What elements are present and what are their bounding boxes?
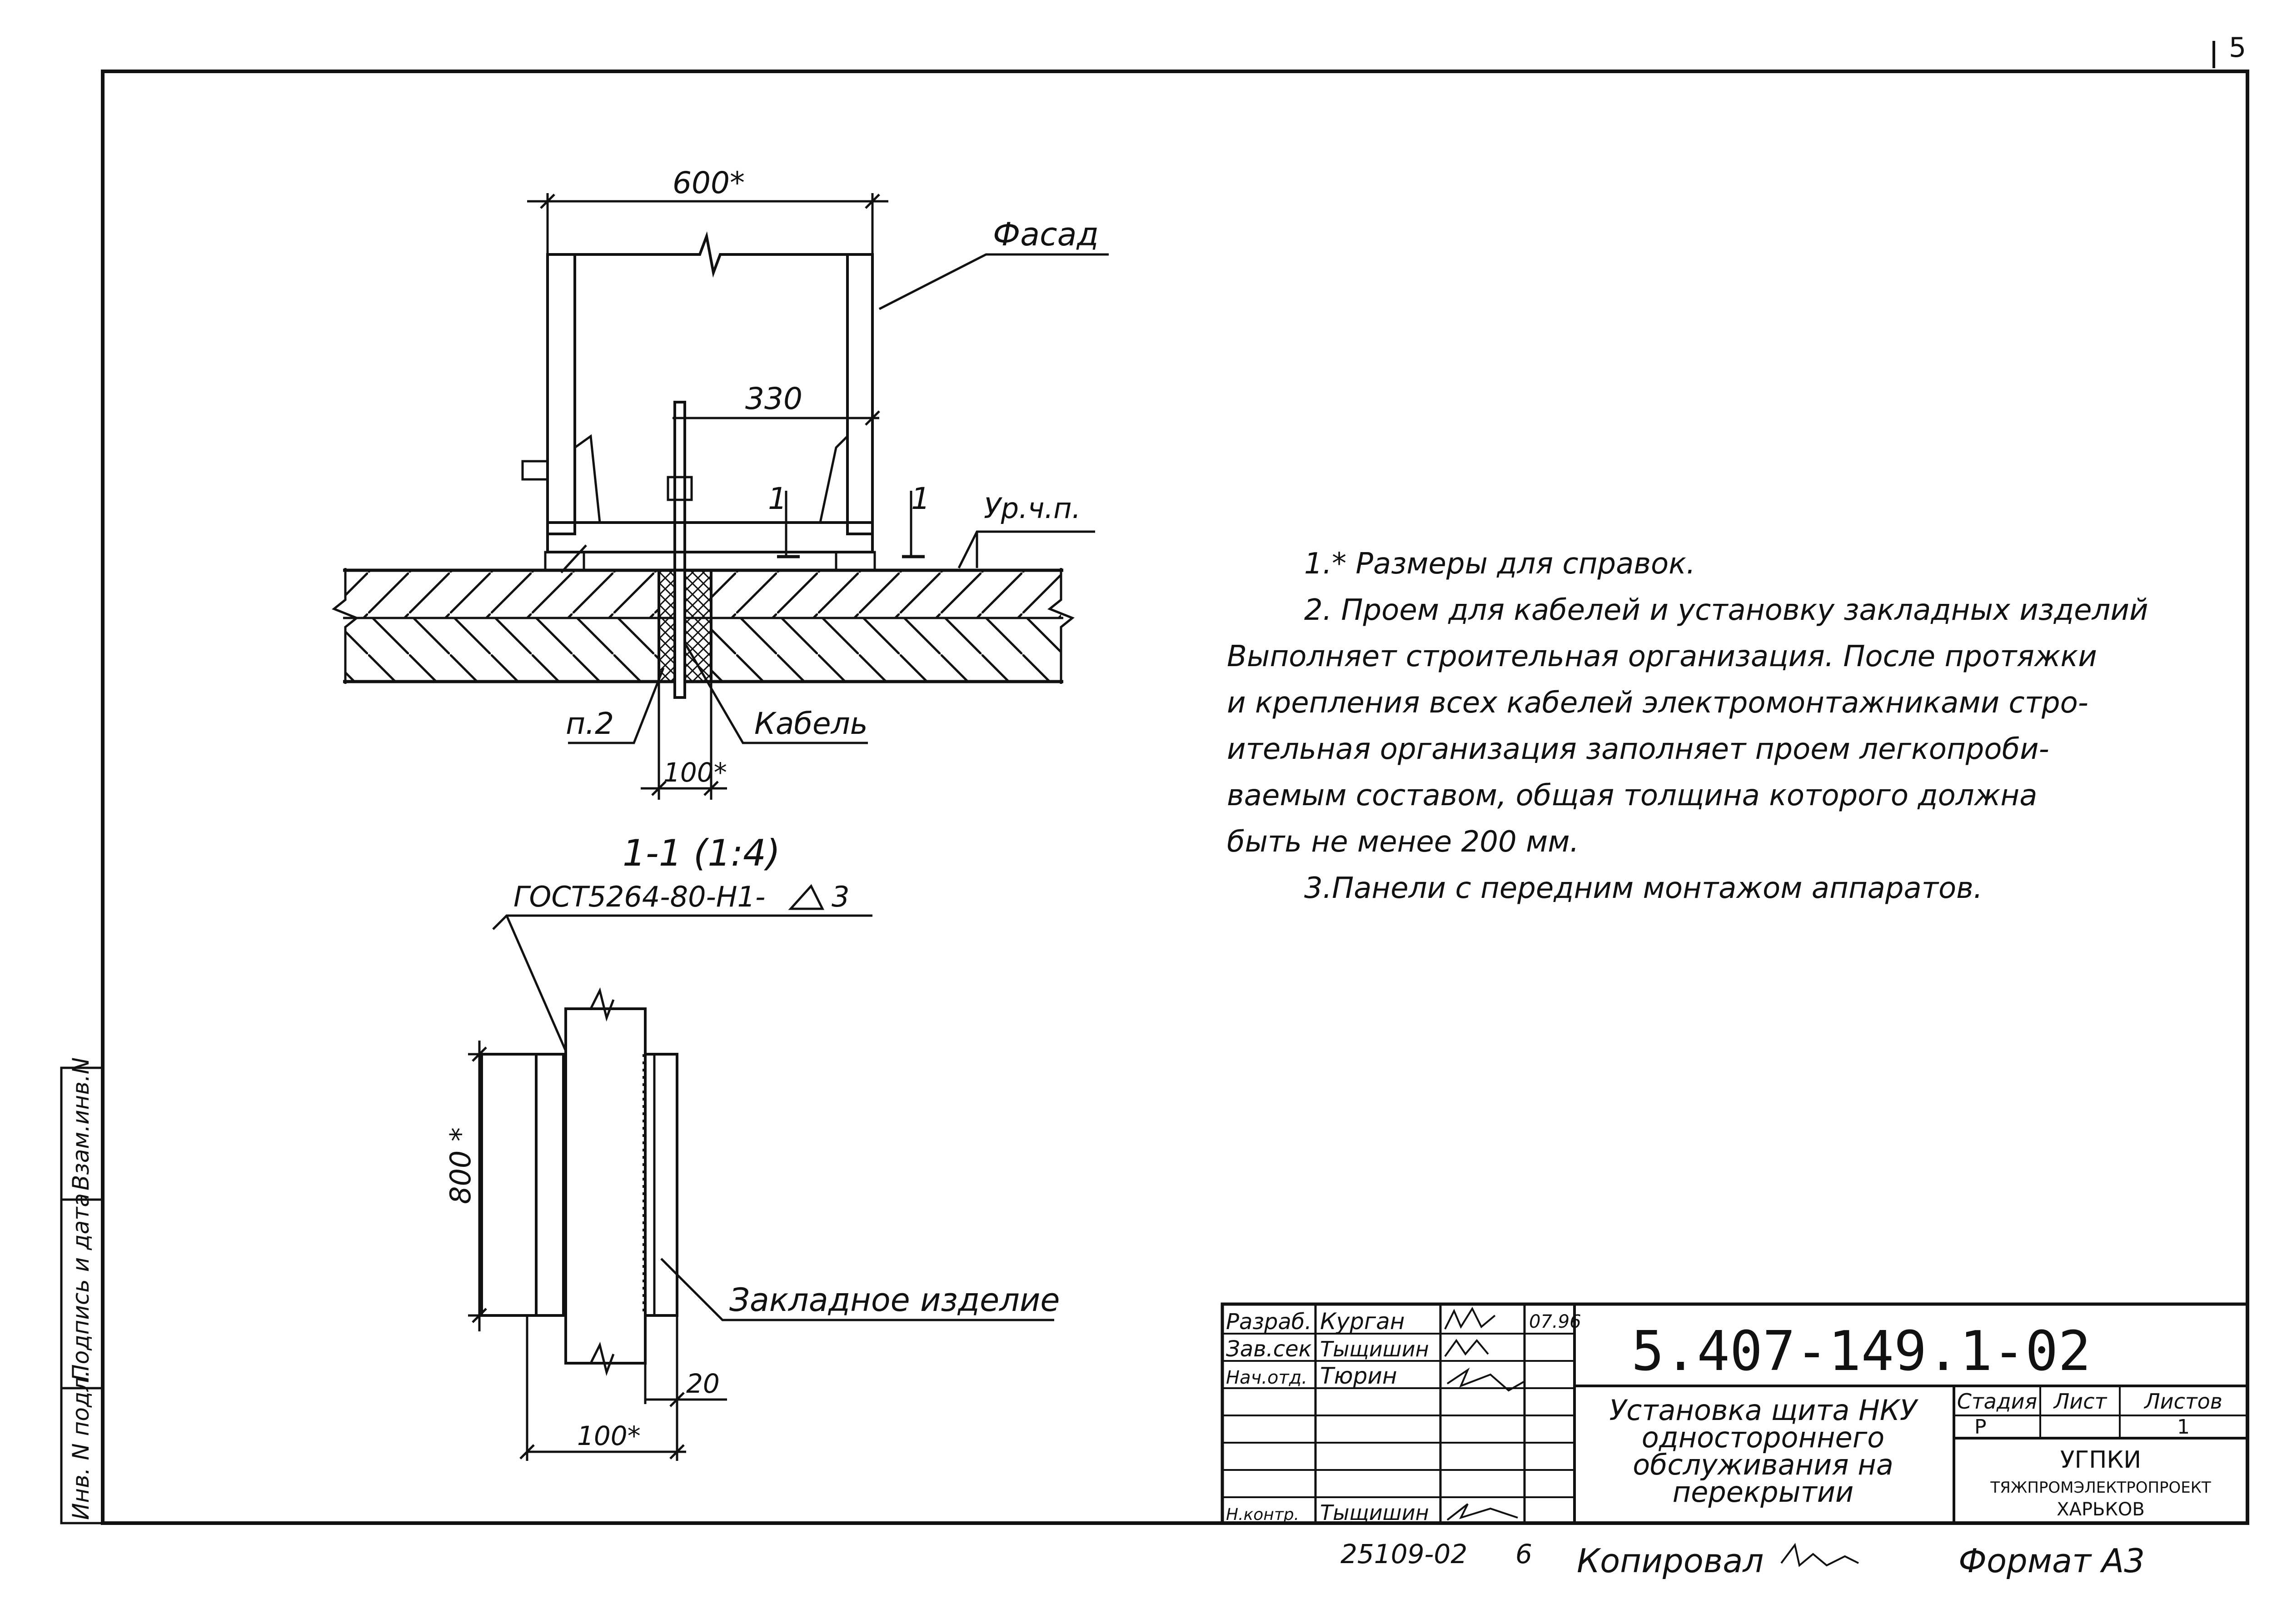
item-label: п.2 — [566, 706, 614, 741]
signature-dept-head — [1446, 1367, 1525, 1392]
sheets-value: 1 — [2177, 1415, 2190, 1439]
signature-developer — [1444, 1306, 1496, 1330]
note-2-line-5: ваемым составом, общая толщина которого … — [1227, 779, 2038, 812]
section-mark-left: 1 — [768, 481, 787, 516]
cable-leader — [685, 644, 868, 744]
copied-signature — [1780, 1543, 1859, 1567]
name-sector-head: Тыщишин — [1320, 1337, 1429, 1361]
format-label: Формат А3 — [1958, 1542, 2145, 1580]
title-block: Разраб. Курган 07.96 Зав.сек Тыщишин Нач… — [1221, 1302, 2249, 1525]
profile-bar — [564, 1007, 647, 1365]
role-developer: Разраб. — [1226, 1309, 1312, 1335]
role-dept-head: Нач.отд. — [1226, 1367, 1307, 1388]
level-label: Ур.ч.п. — [984, 492, 1081, 525]
name-norm-control: Тыщишин — [1320, 1500, 1429, 1525]
stage-header: Стадия — [1957, 1389, 2037, 1414]
section-title: 1-1 (1:4) — [623, 832, 780, 874]
embedded-label: Закладное изделие — [729, 1281, 1060, 1319]
title-line-3: обслуживания на — [1633, 1448, 1893, 1481]
side-stamp: Взам.инв.N Подпись и дата Инв. N подл. — [60, 1057, 104, 1524]
name-dept-head: Тюрин — [1320, 1363, 1397, 1389]
doc-code: 5.407-149.1-02 — [1631, 1320, 2091, 1383]
sheet-header: Лист — [2053, 1389, 2108, 1414]
sheets-header: Листов — [2143, 1389, 2222, 1414]
slab-hatch-bottom-left — [345, 618, 659, 682]
copied-label: Копировал — [1577, 1542, 1764, 1580]
note-2-line-4: ительная организация заполняет проем лег… — [1227, 732, 2049, 766]
facade-top-line — [548, 231, 872, 278]
dim-20-label: 20 — [686, 1368, 720, 1399]
weld-leader — [492, 914, 872, 930]
footer: 25109-02 6 Копировал Формат А3 — [1340, 1539, 2145, 1580]
archive-sheet: 6 — [1515, 1539, 1532, 1569]
section-mark-right: 1 — [911, 481, 930, 516]
frame-right-post — [846, 253, 874, 535]
frame-base — [546, 521, 874, 553]
slab-hatch-top-right — [711, 570, 1061, 618]
signature-sector-head — [1444, 1339, 1489, 1357]
section-1-1: 600* Фасад 330 1 1 — [332, 165, 1109, 874]
dim-100-label: 100* — [577, 1420, 641, 1451]
dim-opening-label: 100* — [663, 757, 727, 788]
dim-600-label: 600* — [673, 165, 745, 200]
weld-triangle — [788, 884, 825, 910]
slab-hatch-top-left — [345, 570, 659, 618]
level-mark — [957, 530, 1095, 569]
stage-value: Р — [1974, 1415, 1987, 1439]
weld-size: 3 — [832, 880, 849, 913]
gusset-left — [573, 434, 601, 523]
note-2-line-2: Выполняет строительная организация. Посл… — [1227, 640, 2097, 673]
weld-label: ГОСТ5264-80-Н1- — [513, 880, 765, 913]
drawing-frame — [101, 70, 2249, 1525]
side-stamp-podpis: Подпись и дата — [68, 1193, 94, 1381]
note-2-line-1: 2. Проем для кабелей и установку закладн… — [1304, 593, 2148, 627]
role-norm-control: Н.контр. — [1226, 1505, 1299, 1524]
side-stamp-inv: Инв. N подл. — [68, 1370, 94, 1520]
title-line-4: перекрытии — [1673, 1475, 1854, 1509]
archive-number: 25109-02 — [1340, 1539, 1467, 1569]
gusset-right — [819, 433, 849, 523]
frame-left-post — [546, 253, 576, 535]
note-2-line-3: и крепления всех кабелей электромонтажни… — [1227, 686, 2088, 720]
general-notes: 1.* Размеры для справок. 2. Проем для ка… — [1227, 541, 2245, 912]
title-line-2: одностороннего — [1642, 1421, 1884, 1454]
embedded-detail: ГОСТ5264-80-Н1- 3 800 * Закладное издели… — [444, 880, 1060, 1461]
facade-label: Фасад — [993, 216, 1099, 253]
note-3: 3.Панели с передним монтажом аппаратов. — [1304, 872, 1983, 905]
org-line-1: УГПКИ — [2060, 1446, 2141, 1474]
embedded-leader — [660, 1258, 1054, 1321]
note-2-line-6: быть не менее 200 мм. — [1227, 825, 1579, 859]
slab-hatch-bottom-right — [711, 618, 1061, 682]
org-line-3: ХАРЬКОВ — [2057, 1499, 2145, 1520]
cable-label: Кабель — [754, 706, 868, 741]
date-developer: 07.96 — [1529, 1311, 1581, 1332]
dim-800-label: 800 * — [444, 1127, 477, 1204]
item-leader — [568, 668, 665, 744]
note-1: 1.* Размеры для справок. — [1304, 547, 1696, 581]
name-developer: Курган — [1320, 1308, 1405, 1335]
org-line-2: ТЯЖПРОМЭЛЕКТРОПРОЕКТ — [1990, 1479, 2211, 1497]
title-line-1: Установка щита НКУ — [1609, 1394, 1918, 1427]
role-sector-head: Зав.сек — [1226, 1336, 1312, 1362]
plate-inner — [535, 1053, 565, 1317]
side-stamp-vzam: Взам.инв.N — [68, 1057, 94, 1191]
signature-norm-control — [1446, 1503, 1518, 1521]
slab-break-left — [332, 568, 359, 684]
dim-330-label: 330 — [745, 381, 802, 416]
facade-leader — [878, 253, 1109, 310]
slab-break-right — [1047, 568, 1075, 684]
page-number: 5 — [2229, 32, 2246, 64]
